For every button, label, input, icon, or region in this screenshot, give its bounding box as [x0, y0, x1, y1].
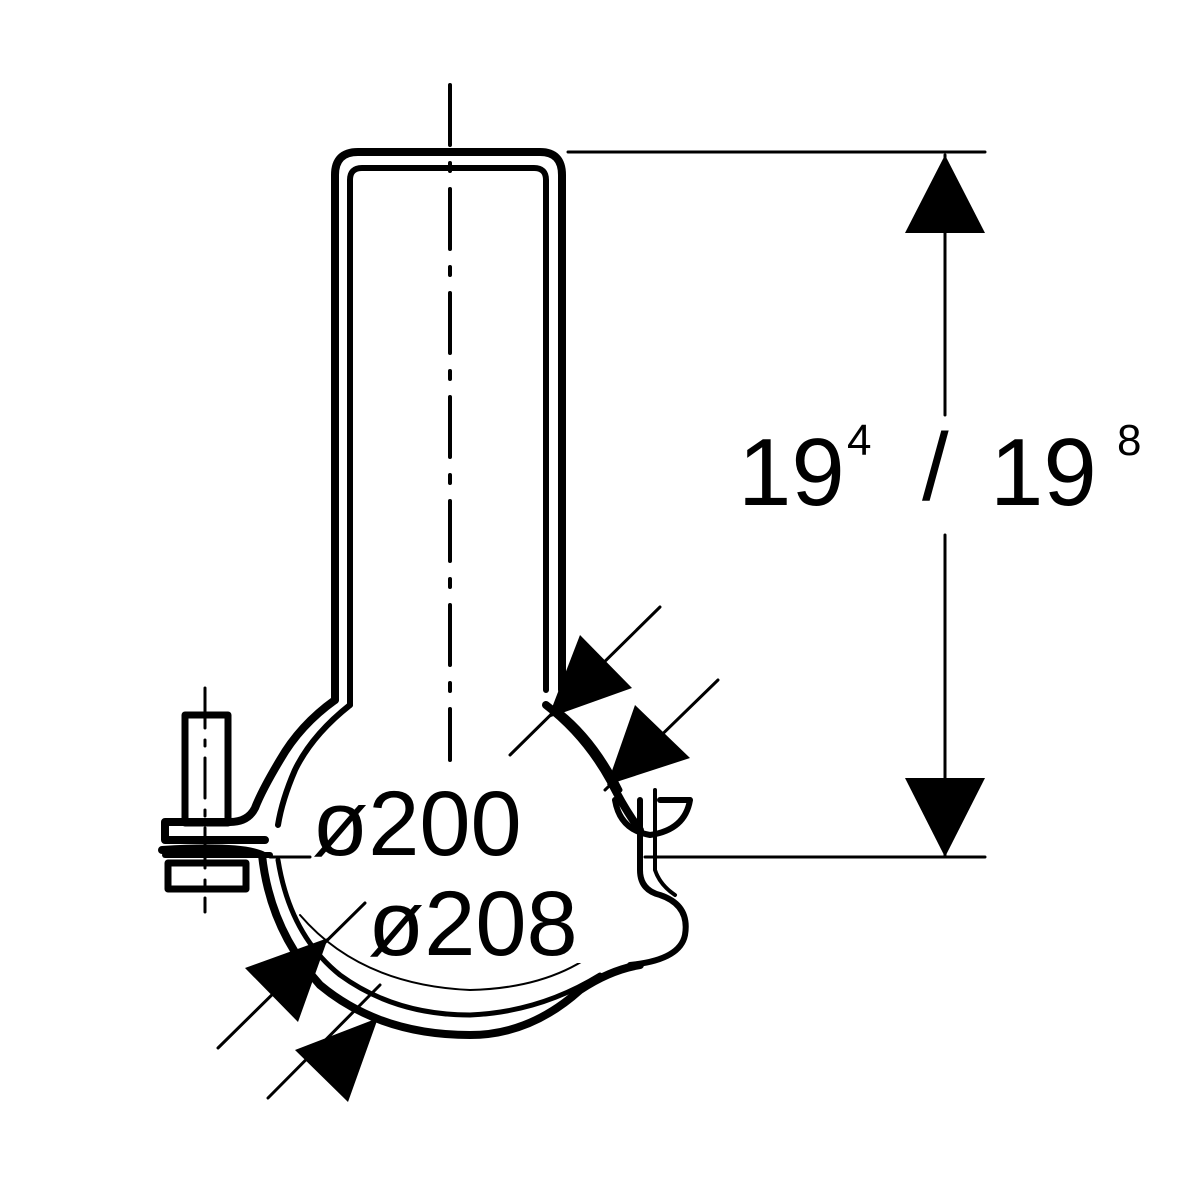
height-main-b: 19	[990, 419, 1097, 526]
arrow-dia-4	[295, 1018, 378, 1102]
arrow-dia-3	[245, 938, 328, 1022]
bend-left-outer	[161, 696, 339, 844]
clamp-right	[612, 797, 693, 968]
arrow-dia-2	[607, 705, 690, 785]
height-sup-a: 4	[847, 416, 871, 465]
height-main-a: 19	[738, 419, 845, 526]
diameter-outer-label: ø208	[368, 873, 578, 975]
bowl-arc	[299, 914, 611, 991]
height-sup-b: 8	[1117, 416, 1141, 465]
arrow-bottom	[905, 778, 985, 857]
bowl-inner	[275, 857, 603, 1018]
arrow-top	[905, 155, 985, 233]
pipe-inner-wall	[347, 165, 549, 708]
pipe-outer-wall	[331, 148, 566, 704]
bend-left-inner	[275, 702, 353, 828]
arrow-dia-1	[548, 635, 632, 718]
diameter-inner-label: ø200	[312, 773, 522, 875]
height-separator: /	[922, 414, 949, 521]
nut	[164, 859, 250, 893]
bolt	[181, 711, 232, 827]
clamp-right-inner	[653, 788, 677, 897]
